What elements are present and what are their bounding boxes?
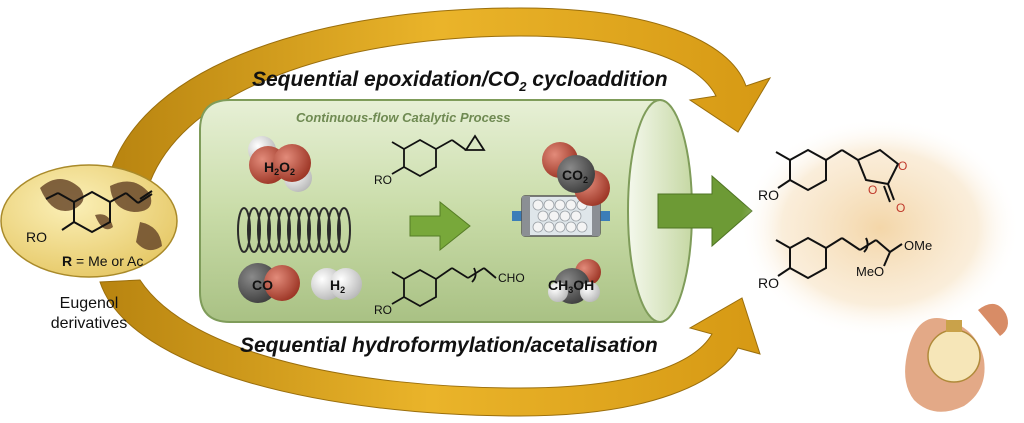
top-curved-arrow — [107, 7, 772, 183]
h2o2-molecule-icon — [248, 136, 312, 192]
aroma-cloud — [740, 118, 1020, 338]
aldehyde-cho-label: CHO — [498, 271, 525, 285]
bottom-title: Sequential hydroformylation/acetalisatio… — [240, 334, 658, 357]
packed-bed-cartridge-icon — [512, 195, 610, 237]
acetal-meo-label: MeO — [856, 264, 884, 279]
epoxide-ro-label: RO — [374, 173, 392, 187]
acetal-ome-label: OMe — [904, 238, 932, 253]
carbonate-ro-label: RO — [758, 187, 779, 203]
co2-label: CO2 — [562, 167, 588, 185]
inner-arrow — [409, 200, 471, 252]
top-title: Sequential epoxidation/CO2 cycloaddition — [252, 68, 668, 94]
substrate-panel — [0, 164, 178, 278]
process-label: Continuous-flow Catalytic Process — [296, 110, 511, 125]
bottom-curved-arrow — [99, 279, 761, 417]
carbonate-o3-label: O — [896, 201, 905, 215]
substrate-ro-label: RO — [26, 229, 47, 245]
co2-molecule-icon — [542, 142, 610, 206]
co-label: CO — [252, 277, 273, 293]
output-arrow — [657, 174, 753, 248]
h2o2-label: H2O2 — [264, 159, 295, 177]
aldehyde-ro-label: RO — [374, 303, 392, 317]
substrate-r-definition: R = Me or Ac — [62, 253, 143, 269]
epoxide-structure — [391, 134, 486, 178]
perfume-bottle-icon — [905, 303, 1008, 412]
coil-mixer-icon — [237, 207, 351, 253]
h2-label: H2 — [330, 277, 345, 295]
acetal-ro-label: RO — [758, 275, 779, 291]
methanol-molecule-icon — [548, 259, 601, 304]
carbonate-o1-label: O — [898, 159, 907, 173]
methanol-label: CH3OH — [548, 277, 594, 295]
substrate-caption-line2: derivatives — [51, 315, 127, 332]
aldehyde-structure — [391, 267, 497, 308]
carbonate-o2-label: O — [868, 183, 877, 197]
co-molecule-icon — [238, 263, 300, 303]
cyclic-carbonate-product — [775, 148, 900, 203]
h2-molecule-icon — [311, 268, 362, 300]
substrate-caption-line1: Eugenol — [60, 295, 119, 312]
acetal-product — [775, 236, 903, 280]
